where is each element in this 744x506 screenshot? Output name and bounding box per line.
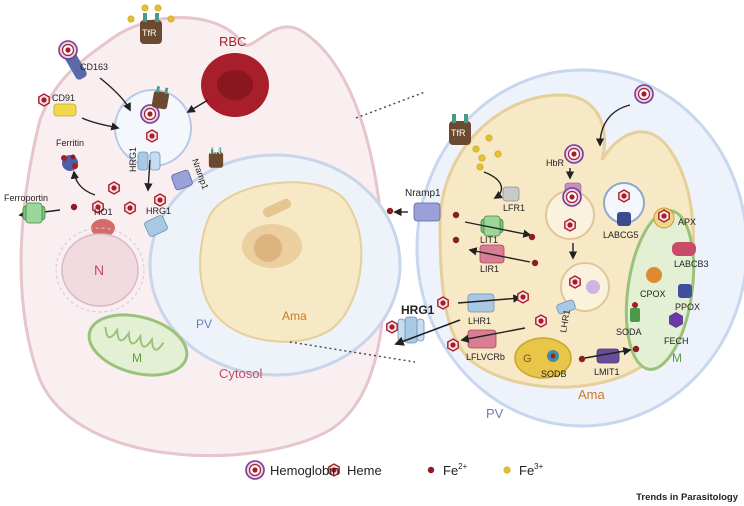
label-hrg1-pv: HRG1	[146, 206, 171, 216]
lfr1-channel	[502, 186, 520, 202]
vesicle-middle	[560, 262, 610, 312]
label-pv-left: PV	[196, 317, 212, 331]
label-ama-right: Ama	[578, 387, 606, 402]
nramp1-channel	[171, 169, 193, 191]
legend-fe3-label: Fe3+	[519, 462, 544, 478]
label-lflvcrb: LFLVCRb	[466, 352, 505, 362]
legend-hemoglobin-icon	[245, 460, 265, 480]
label-lhr1: LHR1	[468, 316, 491, 326]
legend-fe2-icon	[427, 466, 435, 474]
legend-fe3-icon	[503, 466, 511, 474]
label-pv-right: PV	[486, 406, 504, 421]
label-ho1: HO1	[94, 207, 113, 217]
legend-heme-label: Heme	[347, 463, 382, 478]
label-labcb3: LABCB3	[674, 259, 709, 269]
label-nramp1-right: Nramp1	[405, 188, 441, 199]
label-hrg1-right: HRG1	[401, 303, 435, 317]
lhr1-channel-vesicle	[556, 299, 576, 315]
label-tfr-top: TfR	[142, 28, 157, 38]
label-ppox: PPOX	[675, 302, 700, 312]
cd163-receptor	[58, 40, 87, 80]
legend-hemoglobin-label: Hemoglobin	[270, 463, 339, 478]
label-ama-left: Ama	[282, 309, 307, 323]
ferritin-complex	[61, 154, 78, 171]
label-fech: FECH	[664, 336, 689, 346]
label-cytosol: Cytosol	[219, 366, 262, 381]
hemoglobin-uptake	[634, 84, 654, 104]
label-cd91: CD91	[52, 93, 75, 103]
nramp1-channel-right	[413, 202, 441, 222]
fech-enzyme	[669, 312, 683, 328]
label-sodb: SODB	[541, 369, 567, 379]
label-ferritin: Ferritin	[56, 138, 84, 148]
labcb3-transporter	[672, 242, 696, 256]
lhr1-channel	[467, 293, 495, 313]
label-lir1: LIR1	[480, 264, 499, 274]
label-lit1: LIT1	[480, 235, 498, 245]
label-lmit1: LMIT1	[594, 367, 620, 377]
label-ferroportin: Ferroportin	[4, 193, 48, 203]
hrg1-channel-pv	[144, 215, 168, 237]
ferroportin-channel	[22, 202, 46, 224]
credit-label: Trends in Parasitology	[636, 492, 739, 503]
lmit1-channel	[596, 348, 620, 364]
label-cpox: CPOX	[640, 289, 666, 299]
label-hrg1-vesicle: HRG1	[128, 147, 138, 172]
soda-enzyme	[630, 308, 640, 322]
mitochondrion-left	[87, 313, 189, 377]
label-labcg5: LABCG5	[603, 230, 639, 240]
cpox-enzyme	[646, 267, 662, 283]
label-golgi: G	[523, 353, 532, 365]
label-cd163: CD163	[80, 62, 108, 72]
label-nucleus: N	[94, 262, 104, 278]
legend-fe2-label: Fe2+	[443, 462, 468, 478]
nucleus	[61, 233, 139, 307]
label-mito-right: M	[672, 351, 682, 365]
cd91-receptor	[38, 93, 77, 117]
lflvcrb-channel	[467, 329, 497, 349]
label-lhr1-vesicle: LHR1	[558, 309, 572, 333]
golgi-compartment	[514, 337, 572, 379]
label-lfr1: LFR1	[503, 203, 525, 213]
label-apx: APX	[678, 217, 696, 227]
ppox-enzyme	[678, 284, 692, 298]
label-rbc: RBC	[219, 34, 246, 49]
label-hbr: HbR	[546, 158, 565, 168]
label-tfr-pv: TfR	[208, 147, 221, 156]
label-tfr-right: TfR	[451, 128, 466, 138]
label-mito-left: M	[132, 351, 142, 365]
label-soda: SODA	[616, 327, 642, 337]
